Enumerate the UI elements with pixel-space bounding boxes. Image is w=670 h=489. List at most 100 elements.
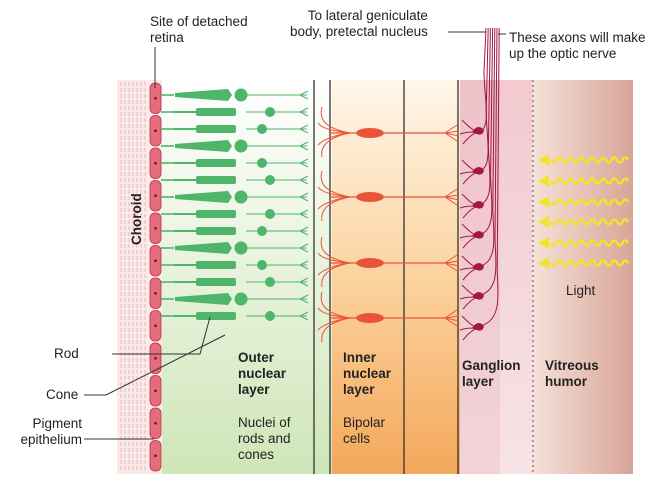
cone-cell-body bbox=[175, 191, 232, 203]
bipolar-cell-body bbox=[356, 313, 384, 323]
light-arrowhead bbox=[538, 257, 549, 269]
pigment-nucleus bbox=[154, 226, 157, 230]
photoreceptor-terminal bbox=[299, 141, 309, 151]
vitreous-humor-bg bbox=[532, 80, 633, 474]
inner-description: Bipolar cells bbox=[343, 415, 385, 447]
rod-cell-body bbox=[196, 312, 236, 320]
ganglion-layer-label: Ganglion layer bbox=[462, 358, 521, 390]
outer-description: Nuclei of rods and cones bbox=[238, 415, 291, 463]
pigment-nucleus bbox=[154, 421, 157, 425]
leader-rod bbox=[112, 316, 211, 355]
cone-nucleus bbox=[234, 190, 248, 204]
bipolar-dendrites bbox=[317, 106, 351, 158]
ganglion-cell-body bbox=[472, 322, 484, 331]
cone-nucleus bbox=[234, 88, 248, 102]
light-wave bbox=[549, 156, 630, 164]
outer-line2: nuclear bbox=[238, 366, 287, 381]
rod-cell-body bbox=[196, 125, 236, 133]
bipolar-terminal bbox=[444, 124, 460, 142]
photoreceptor-terminal bbox=[299, 277, 309, 287]
photoreceptor-terminal bbox=[299, 107, 309, 117]
light-wave bbox=[549, 259, 630, 267]
pigment-nucleus bbox=[154, 454, 157, 458]
vitreous-line2: humor bbox=[545, 374, 587, 389]
ganglion-axon bbox=[482, 27, 496, 266]
rod-cell-body bbox=[196, 210, 236, 218]
inner-nuclear-layer-bg bbox=[332, 80, 460, 474]
inner-line1: Inner bbox=[343, 350, 377, 365]
ganglion-cell-body bbox=[472, 126, 484, 135]
photoreceptor-terminal bbox=[299, 311, 309, 321]
pigment-nucleus bbox=[154, 259, 157, 263]
bipolar-dendrites bbox=[317, 170, 351, 222]
bipolar-dendrites bbox=[317, 236, 351, 288]
ganglion-axon bbox=[482, 27, 494, 234]
pigment-line2: epithelium bbox=[20, 432, 82, 447]
photoreceptor-cells bbox=[161, 88, 309, 321]
photoreceptor-terminal bbox=[299, 175, 309, 185]
pigment-nucleus bbox=[154, 324, 157, 328]
outer-desc-line3: cones bbox=[238, 447, 275, 462]
light-arrowhead bbox=[538, 216, 549, 228]
outer-line1: Outer bbox=[238, 350, 275, 365]
rod-label: Rod bbox=[54, 346, 79, 361]
cone-nucleus bbox=[234, 139, 248, 153]
bipolar-cells bbox=[317, 106, 460, 343]
photoreceptor-terminal bbox=[299, 260, 309, 270]
vitreous-humor-label: Vitreous humor bbox=[545, 358, 599, 390]
ganglion-line1: Ganglion bbox=[462, 358, 521, 373]
pigment-nucleus bbox=[154, 389, 157, 393]
rod-cell-body bbox=[196, 108, 236, 116]
ganglion-cell-body bbox=[472, 291, 484, 300]
pigment-epithelium-cells bbox=[149, 82, 162, 472]
ganglion-cell-body bbox=[472, 230, 484, 239]
pigment-nucleus bbox=[154, 356, 157, 360]
ganglion-cells bbox=[459, 27, 500, 341]
pigment-nucleus bbox=[154, 291, 157, 295]
ganglion-axon bbox=[482, 27, 500, 326]
bipolar-terminal bbox=[444, 188, 460, 206]
pigment-nucleus bbox=[154, 161, 157, 165]
rod-cell-body bbox=[196, 176, 236, 184]
light-arrows bbox=[538, 154, 630, 269]
site-detached-line1: Site of detached bbox=[150, 14, 248, 29]
inner-line2: nuclear bbox=[343, 366, 392, 381]
ganglion-cell-body bbox=[472, 200, 484, 209]
inner-desc-line2: cells bbox=[343, 431, 371, 446]
bipolar-terminal bbox=[444, 309, 460, 327]
photoreceptor-terminal bbox=[299, 124, 309, 134]
photoreceptor-terminal bbox=[299, 90, 309, 100]
ganglion-axon bbox=[482, 27, 487, 130]
ganglion-axon bbox=[482, 27, 491, 204]
lateral-line1: To lateral geniculate bbox=[307, 8, 428, 23]
pigment-nucleus bbox=[154, 129, 157, 133]
light-arrowhead bbox=[538, 237, 549, 249]
photoreceptor-terminal bbox=[299, 294, 309, 304]
cone-cell-body bbox=[175, 293, 232, 305]
cone-cell-body bbox=[175, 140, 232, 152]
pigment-line1: Pigment bbox=[32, 416, 82, 431]
light-wave bbox=[549, 198, 630, 206]
inner-nuclear-label: Inner nuclear layer bbox=[343, 350, 391, 398]
light-wave bbox=[549, 218, 630, 226]
outer-desc-line1: Nuclei of bbox=[238, 415, 291, 430]
light-label: Light bbox=[566, 283, 596, 298]
bipolar-cell-body bbox=[356, 258, 384, 268]
light-arrowhead bbox=[538, 154, 549, 166]
ganglion-cell-body bbox=[472, 166, 484, 175]
ganglion-line2: layer bbox=[462, 374, 494, 389]
bipolar-dendrites bbox=[317, 291, 351, 343]
leader-lines bbox=[84, 31, 506, 440]
light-wave bbox=[549, 177, 630, 185]
rod-cell-body bbox=[196, 261, 236, 269]
site-detached-line2: retina bbox=[150, 30, 184, 45]
choroid-texture bbox=[120, 82, 146, 472]
pigment-nucleus bbox=[154, 96, 157, 100]
cone-nucleus bbox=[234, 241, 248, 255]
photoreceptor-terminal bbox=[299, 243, 309, 253]
axons-line2: up the optic nerve bbox=[509, 46, 617, 61]
photoreceptor-terminal bbox=[299, 158, 309, 168]
vitreous-line1: Vitreous bbox=[545, 358, 599, 373]
rod-cell-body bbox=[196, 227, 236, 235]
